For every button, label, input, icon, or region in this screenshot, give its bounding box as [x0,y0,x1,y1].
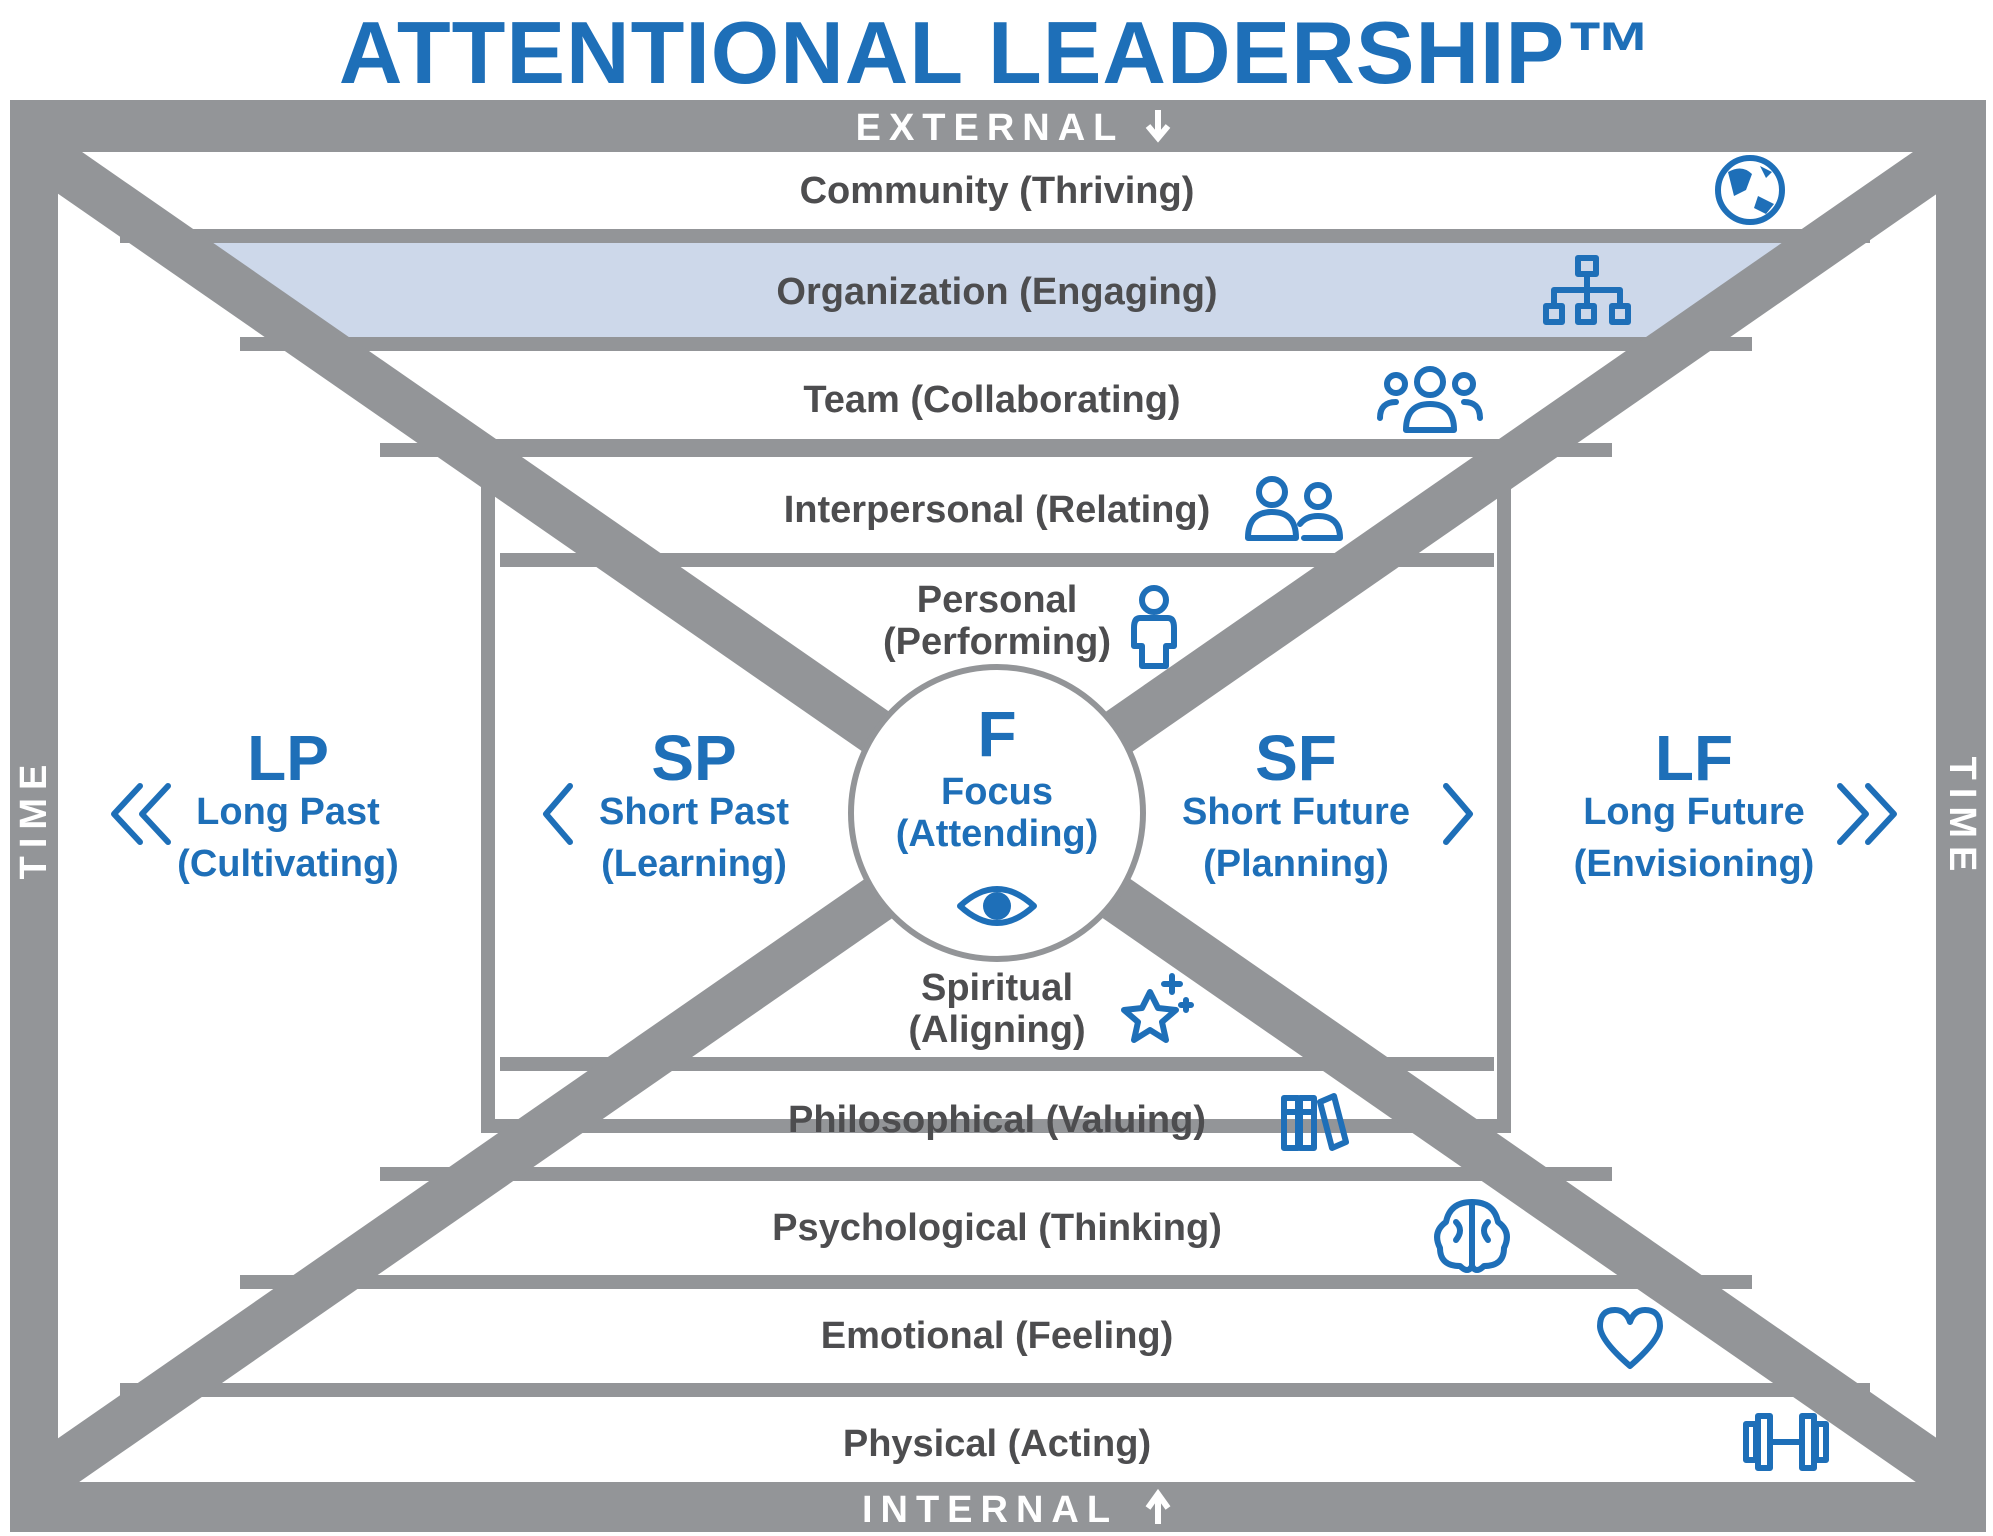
long-past-name: Long Past [196,791,380,833]
globe-icon [1715,155,1785,225]
double-chevron-right-icon [1837,783,1897,845]
diagram-title: ATTENTIONAL LEADERSHIP™ [338,3,1655,102]
team-icon [1377,366,1483,433]
short-past-verb: (Learning) [601,843,787,885]
edge-label-left: TIME [13,757,55,880]
level-community: Community (Thriving) [800,170,1195,212]
level-psychological: Psychological (Thinking) [772,1207,1222,1249]
arrow-down-icon [1145,110,1171,143]
short-future-code: SF [1255,722,1337,794]
level-personal-verb: (Performing) [883,621,1111,663]
long-past-code: LP [247,722,329,794]
level-personal: Personal [917,579,1078,621]
level-organization: Organization (Engaging) [776,271,1217,313]
chevron-left-icon [543,783,573,845]
heart-icon [1597,1307,1663,1369]
short-past-name: Short Past [599,791,789,833]
books-icon [1281,1093,1349,1151]
level-spiritual-verb: (Aligning) [908,1009,1085,1051]
level-separators [120,229,1870,1397]
level-interpersonal: Interpersonal (Relating) [784,489,1211,531]
focus-circle [848,664,1146,962]
stars-icon [1121,973,1194,1043]
edge-label-bottom: INTERNAL [862,1489,1118,1531]
long-past-verb: (Cultivating) [177,843,399,885]
two-people-icon [1245,476,1343,541]
focus-verb: (Attending) [896,813,1099,855]
double-chevron-left-icon [111,783,171,845]
eye-icon [957,886,1037,926]
long-future-code: LF [1655,722,1733,794]
level-philosophical: Philosophical (Valuing) [788,1099,1206,1141]
chevron-right-icon [1443,783,1473,845]
short-future-verb: (Planning) [1203,843,1389,885]
short-future-name: Short Future [1182,791,1410,833]
brain-icon [1434,1199,1510,1273]
arrow-up-icon [1145,1488,1171,1524]
level-physical: Physical (Acting) [843,1423,1151,1465]
long-future-verb: (Envisioning) [1574,843,1815,885]
short-past-code: SP [651,722,736,794]
long-future-name: Long Future [1583,791,1805,833]
person-icon [1131,585,1177,669]
level-emotional: Emotional (Feeling) [821,1315,1174,1357]
org-chart-icon [1543,255,1631,325]
edge-label-right: TIME [1941,757,1983,880]
focus-code: F [977,698,1016,770]
level-spiritual: Spiritual [921,967,1073,1009]
organization-band-highlight [198,243,1796,337]
level-team: Team (Collaborating) [803,379,1180,421]
focus-name: Focus [941,771,1053,813]
edge-label-top: EXTERNAL [856,107,1125,149]
dumbbell-icon [1743,1413,1829,1471]
